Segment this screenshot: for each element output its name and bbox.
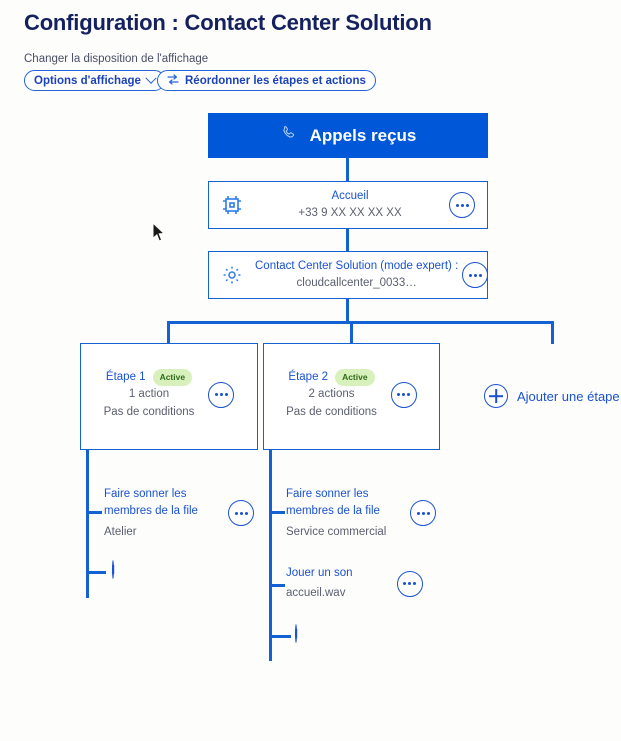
toolbar-caption: Changer la disposition de l'affichage bbox=[24, 53, 209, 65]
add-step-label: Ajouter une étape bbox=[517, 388, 620, 404]
connector-bus-to-step-1 bbox=[167, 321, 170, 344]
step-box-2-text: Étape 2 Active 2 actions Pas de conditio… bbox=[286, 369, 377, 421]
action-step-1-action-1-subtitle: Atelier bbox=[104, 525, 137, 538]
step-box-2-actions-count: 2 actions bbox=[308, 388, 355, 401]
step-box-2-conditions: Pas de conditions bbox=[286, 405, 377, 418]
step-box-2-head: Étape 2 Active bbox=[288, 369, 375, 387]
display-options-label: Options d'affichage bbox=[34, 74, 141, 87]
node-ccs-more-options-icon[interactable] bbox=[462, 262, 489, 288]
node-accueil[interactable]: Accueil +33 9 XX XX XX XX bbox=[208, 181, 488, 229]
connector-banner-to-accueil bbox=[346, 158, 349, 181]
plus-circle-icon bbox=[112, 560, 114, 579]
rail-step-2-stub-action-2 bbox=[269, 584, 285, 587]
step-box-2-name: Étape 2 bbox=[288, 371, 329, 383]
action-step-2-action-1-subtitle: Service commercial bbox=[286, 525, 387, 538]
swap-arrows-icon bbox=[167, 73, 179, 88]
reorder-steps-label: Réordonner les étapes et actions bbox=[185, 74, 366, 87]
node-contact-center-solution[interactable]: Contact Center Solution (mode expert) : … bbox=[208, 251, 489, 299]
banner-label: Appels reçus bbox=[309, 125, 417, 145]
step-box-2-more-options-icon[interactable] bbox=[390, 381, 417, 408]
action-row-step-1-action-1[interactable]: Faire sonner les membres de la file Atel… bbox=[104, 486, 254, 541]
action-step-2-action-2-subtitle: accueil.wav bbox=[286, 587, 346, 600]
connector-horizontal-bus bbox=[167, 321, 554, 324]
action-step-1-action-1-text: Faire sonner les membres de la file Atel… bbox=[104, 486, 210, 541]
reorder-steps-button[interactable]: Réordonner les étapes et actions bbox=[157, 70, 376, 91]
node-accueil-title: Accueil bbox=[331, 190, 369, 203]
step-box-1-more-options-icon[interactable] bbox=[208, 381, 235, 408]
add-step-button[interactable]: Ajouter une étape bbox=[484, 384, 620, 408]
rail-step-1-stub-action-1 bbox=[86, 511, 102, 514]
add-action-button-step-1[interactable] bbox=[112, 560, 114, 579]
rail-step-2 bbox=[269, 450, 272, 661]
gear-icon bbox=[209, 264, 255, 286]
display-options-button[interactable]: Options d'affichage bbox=[24, 70, 165, 91]
action-step-2-action-2-title: Jouer un son bbox=[286, 567, 353, 579]
action-step-2-action-1-title: Faire sonner les membres de la file bbox=[286, 488, 380, 518]
step-box-1[interactable]: Étape 1 Active 1 action Pas de condition… bbox=[80, 343, 258, 450]
plus-circle-icon bbox=[484, 384, 508, 408]
node-accueil-more-options-icon[interactable] bbox=[449, 192, 475, 218]
step-box-2-status-badge: Active bbox=[335, 369, 375, 387]
connector-bus-to-step-2 bbox=[350, 321, 353, 344]
node-ccs-title: Contact Center Solution (mode expert) : bbox=[255, 260, 459, 273]
add-action-button-step-2[interactable] bbox=[295, 624, 297, 643]
action-step-2-action-1-text: Faire sonner les membres de la file Serv… bbox=[286, 486, 392, 541]
step-box-1-text: Étape 1 Active 1 action Pas de condition… bbox=[103, 369, 195, 421]
step-box-1-head: Étape 1 Active bbox=[105, 369, 193, 387]
step-box-1-conditions: Pas de conditions bbox=[103, 405, 195, 418]
node-ccs-subtitle: cloudcallcenter_0033… bbox=[296, 277, 417, 289]
plus-circle-icon bbox=[295, 624, 297, 643]
rail-step-1 bbox=[86, 450, 89, 598]
rail-step-2-stub-add bbox=[269, 635, 291, 638]
step-box-2[interactable]: Étape 2 Active 2 actions Pas de conditio… bbox=[263, 343, 440, 450]
connector-accueil-to-ccs bbox=[346, 229, 349, 251]
action-row-step-2-action-2[interactable]: Jouer un son accueil.wav bbox=[286, 565, 423, 603]
action-step-2-action-2-more-options-icon[interactable] bbox=[396, 570, 423, 597]
mouse-pointer-icon bbox=[152, 221, 166, 247]
node-ccs-body: Contact Center Solution (mode expert) : … bbox=[255, 258, 462, 291]
rail-step-2-stub-action-1 bbox=[269, 511, 285, 514]
step-box-2-inner: Étape 2 Active 2 actions Pas de conditio… bbox=[264, 369, 439, 421]
action-row-step-2-action-1[interactable]: Faire sonner les membres de la file Serv… bbox=[286, 486, 436, 541]
action-step-1-action-1-title: Faire sonner les membres de la file bbox=[104, 488, 198, 518]
banner-appels-recus[interactable]: Appels reçus bbox=[208, 113, 488, 158]
connector-ccs-to-bus bbox=[346, 299, 349, 323]
step-box-1-actions-count: 1 action bbox=[128, 388, 170, 401]
ivr-maze-icon bbox=[209, 194, 255, 216]
action-step-2-action-1-more-options-icon[interactable] bbox=[410, 500, 436, 527]
phone-icon bbox=[280, 124, 298, 147]
step-box-1-name: Étape 1 bbox=[105, 371, 146, 383]
connector-bus-to-add-step bbox=[551, 321, 554, 344]
step-box-1-status-badge: Active bbox=[152, 369, 193, 387]
rail-step-1-stub-add bbox=[86, 571, 106, 574]
step-box-1-inner: Étape 1 Active 1 action Pas de condition… bbox=[81, 369, 257, 421]
node-accueil-subtitle: +33 9 XX XX XX XX bbox=[298, 207, 402, 219]
action-step-1-action-1-more-options-icon[interactable] bbox=[228, 500, 254, 527]
node-accueil-body: Accueil +33 9 XX XX XX XX bbox=[255, 188, 449, 221]
page-title: Configuration : Contact Center Solution bbox=[24, 10, 432, 35]
action-step-2-action-2-text: Jouer un son accueil.wav bbox=[286, 565, 353, 603]
